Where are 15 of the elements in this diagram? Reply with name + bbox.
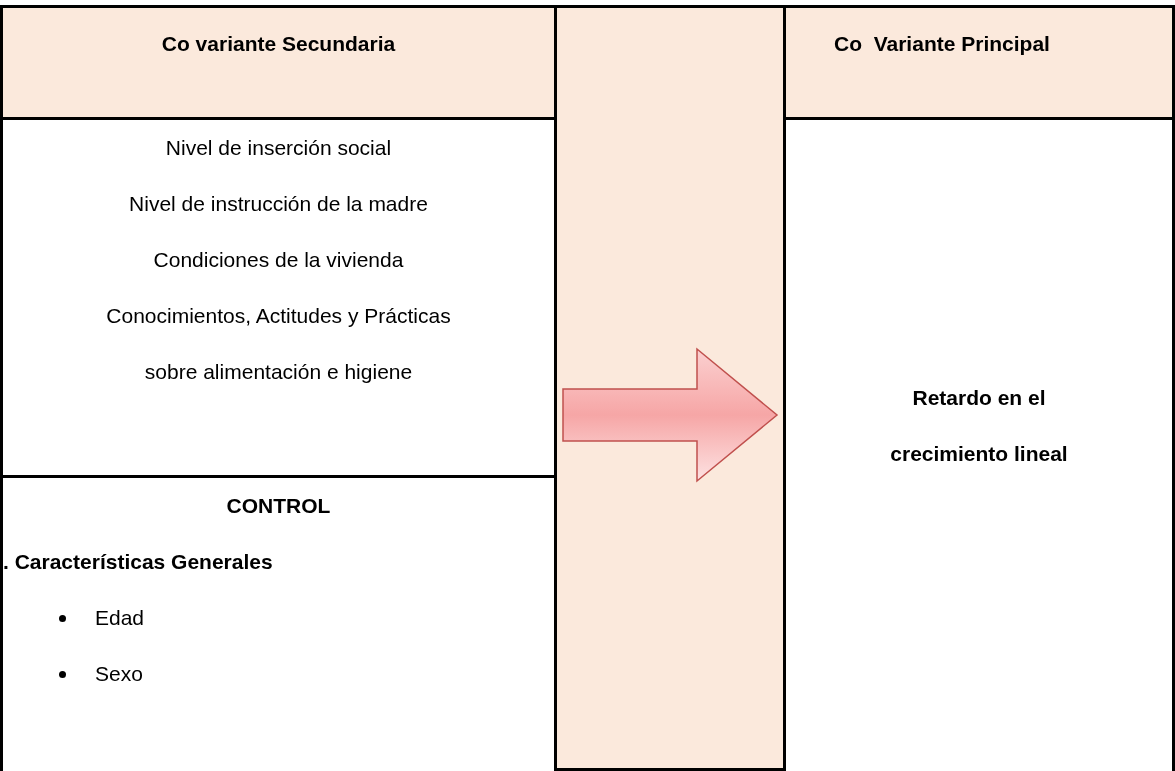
table-cell (0, 5, 557, 120)
bullet-item: Sexo (95, 646, 554, 702)
cell-text: Nivel de inserción social (164, 135, 393, 161)
bullet-item: Edad (95, 590, 554, 646)
heading-text: Retardo en el crecimiento lineal (889, 385, 1069, 467)
heading-text: CONTROL (225, 493, 332, 519)
heading-text: . Características Generales (3, 549, 274, 575)
block-arrow (562, 347, 779, 483)
cell-text: Conocimientos, Actitudes y Prácticas sobre alimentación e higiene (105, 303, 452, 385)
cell-text: Condiciones de la vivienda (152, 247, 405, 273)
heading-text: Co Variante Principal (834, 31, 1051, 57)
column-band (554, 5, 786, 771)
cell-text: Nivel de instrucción de la madre (128, 191, 429, 217)
heading-text: Co variante Secundaria (160, 31, 397, 57)
table-cell (783, 5, 1175, 120)
